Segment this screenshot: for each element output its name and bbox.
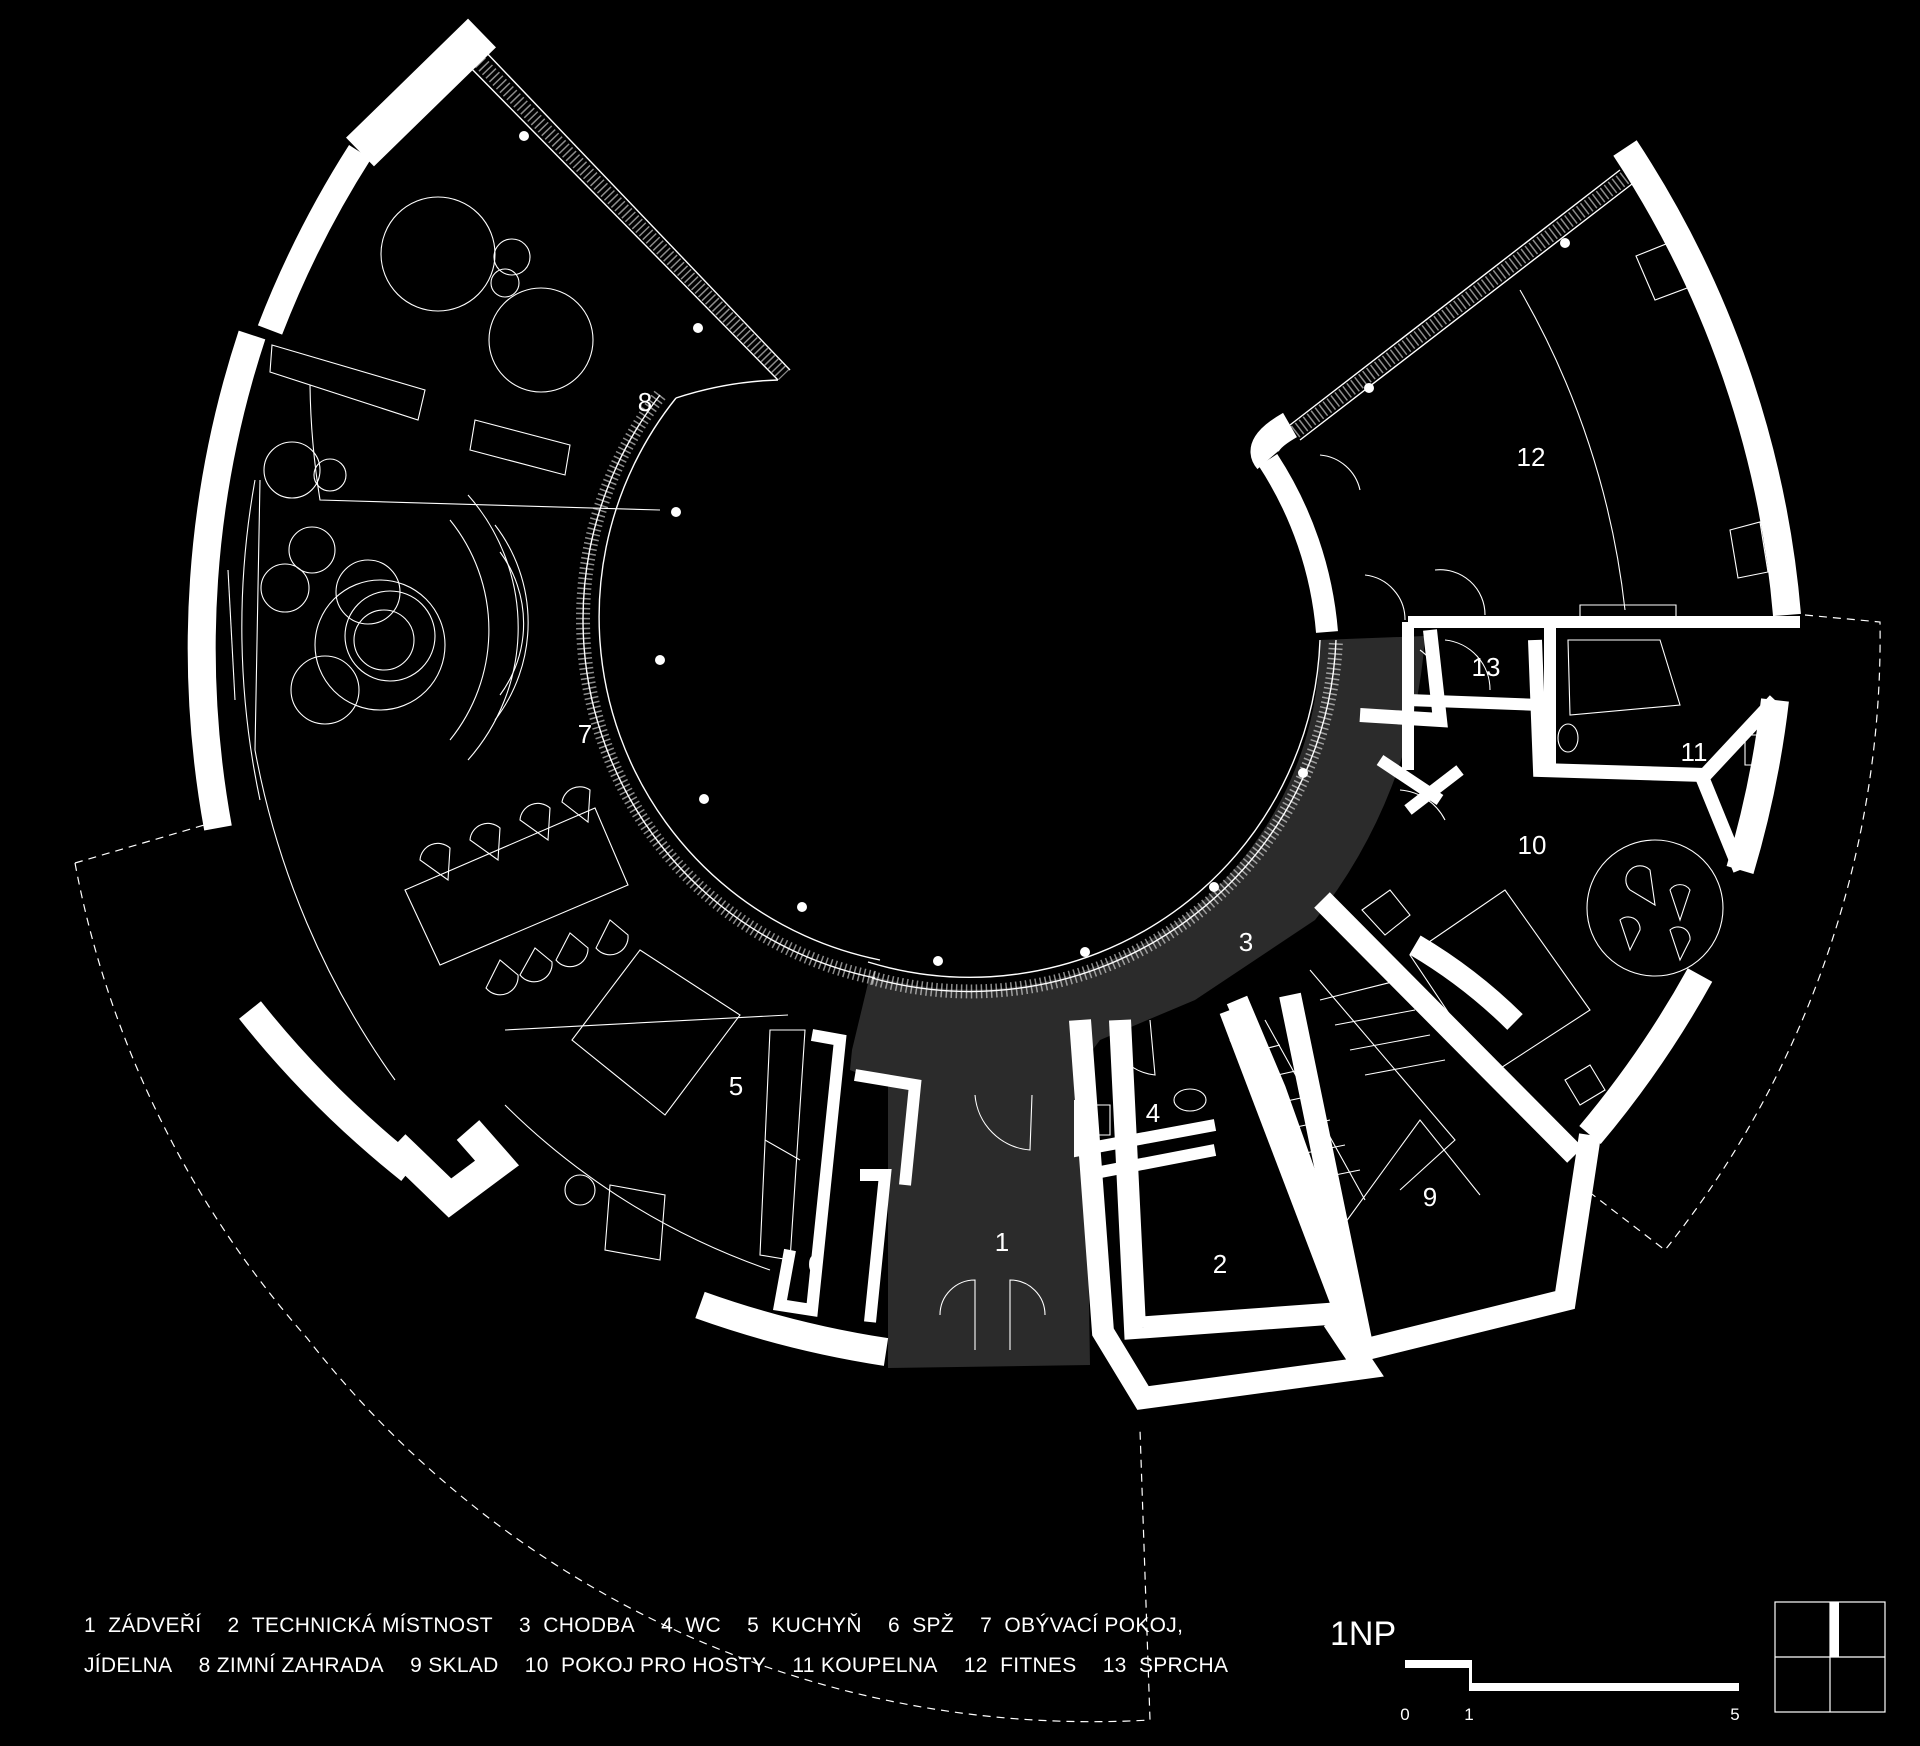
legend-item-12: 12 FITNES xyxy=(963,1654,1077,1677)
room-label-10: 10 xyxy=(1518,830,1547,860)
room-label-4: 4 xyxy=(1146,1098,1160,1128)
legend-line-2: JÍDELNA 8 ZIMNÍ ZAHRADA 9 SKLAD 10 POKOJ… xyxy=(84,1646,1314,1686)
garden-window-band xyxy=(464,47,791,399)
room-legend: 1 ZÁDVEŘÍ 2 TECHNICKÁ MÍSTNOST 3 CHODBA … xyxy=(84,1606,1314,1686)
legend-line-1: 1 ZÁDVEŘÍ 2 TECHNICKÁ MÍSTNOST 3 CHODBA … xyxy=(84,1606,1314,1646)
legend-item-1: 1 ZÁDVEŘÍ xyxy=(84,1614,202,1637)
room-label-9: 9 xyxy=(1423,1182,1437,1212)
legend-item-3: 3 CHODBA xyxy=(519,1614,635,1637)
legend-item-10: 10 POKOJ PRO HOSTY xyxy=(524,1654,767,1677)
room-labels: 1 2 3 4 5 6 7 8 9 10 11 12 13 xyxy=(578,387,1708,1279)
room-label-1: 1 xyxy=(995,1227,1009,1257)
room-label-7: 7 xyxy=(578,719,592,749)
room-label-13: 13 xyxy=(1472,652,1501,682)
legend-item-7: 7 OBÝVACÍ POKOJ, xyxy=(980,1614,1184,1637)
scale-bar: 0 1 5 xyxy=(1400,1660,1740,1724)
legend-item-6: 6 SPŽ xyxy=(887,1614,954,1637)
legend-item-9: 9 SKLAD xyxy=(410,1654,499,1677)
furniture xyxy=(227,196,1769,1350)
scale-label-1: 1 xyxy=(1464,1705,1473,1724)
key-plan xyxy=(1774,1601,1886,1713)
fitness-window-band xyxy=(1289,169,1633,441)
room-label-12: 12 xyxy=(1517,442,1546,472)
room-label-8: 8 xyxy=(638,387,652,417)
terrace-outline xyxy=(74,614,1881,1723)
inner-window-band xyxy=(576,390,1343,999)
legend-item-13: 13 SPRCHA xyxy=(1102,1654,1229,1677)
room-label-6: 6 xyxy=(808,1249,822,1279)
room-label-11: 11 xyxy=(1681,737,1708,767)
key-plan-marker xyxy=(1830,1602,1839,1657)
outer-walls xyxy=(187,18,1801,1366)
legend-item-5: 5 KUCHYŇ xyxy=(747,1614,862,1637)
scale-label-5: 5 xyxy=(1730,1705,1739,1724)
inner-walls xyxy=(1069,453,1781,1410)
legend-item-11: 11 KOUPELNA xyxy=(792,1654,938,1677)
legend-item-2: 2 TECHNICKÁ MÍSTNOST xyxy=(227,1614,493,1637)
legend-item-4: 4 WC xyxy=(661,1614,721,1637)
scale-segment-0-1 xyxy=(1405,1660,1469,1668)
room-label-3: 3 xyxy=(1239,927,1253,957)
room-label-5: 5 xyxy=(729,1071,743,1101)
columns xyxy=(519,131,1570,966)
scale-label-0: 0 xyxy=(1400,1705,1409,1724)
legend-item-8: 8 ZIMNÍ ZAHRADA xyxy=(198,1654,384,1677)
legend-item-7-cont: JÍDELNA xyxy=(84,1654,173,1677)
floor-level-label: 1NP xyxy=(1330,1615,1397,1653)
scale-segment-1-5 xyxy=(1469,1683,1739,1691)
room-label-2: 2 xyxy=(1213,1249,1227,1279)
